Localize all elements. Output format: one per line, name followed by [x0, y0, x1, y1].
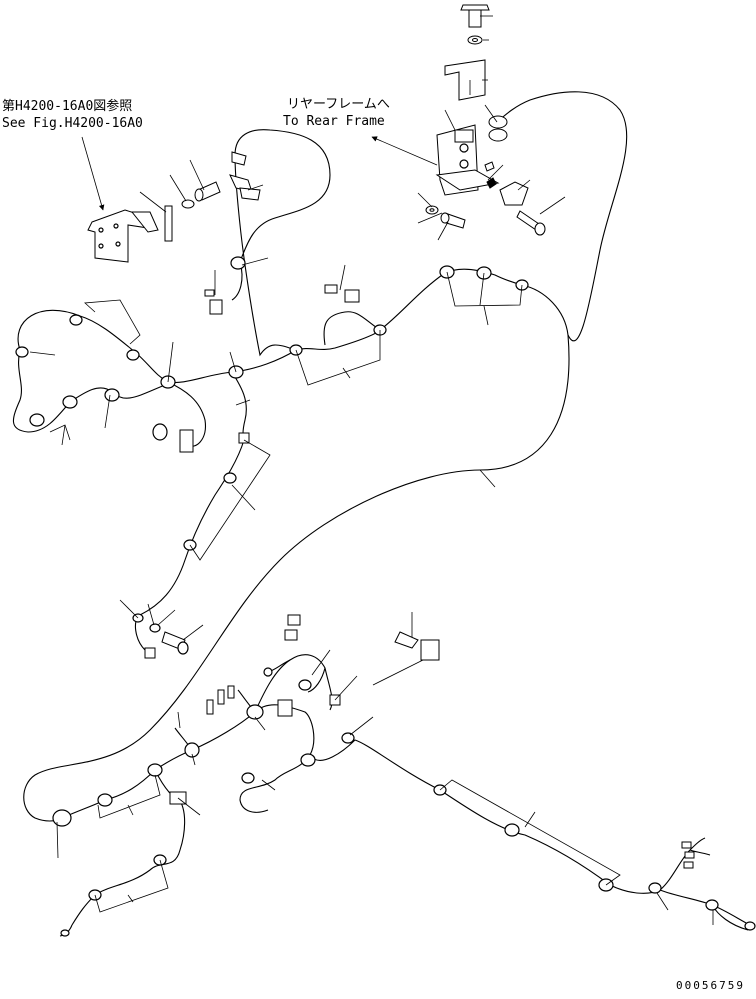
figure-reference-en: See Fig.H4200-16A0: [2, 116, 143, 131]
destination-label-jp: リヤーフレームへ: [287, 97, 390, 112]
figure-reference-jp: 第H4200-16A0図参照: [2, 99, 133, 114]
left-bracket-assembly: [87, 151, 261, 263]
main-harness-long-run: [23, 334, 751, 937]
reference-arrow-left: [81, 136, 105, 211]
rear-bracket-assembly: [425, 4, 546, 236]
leader-lines: [29, 15, 714, 925]
destination-label-en: To Rear Frame: [283, 114, 385, 129]
main-harness-upper: [12, 91, 628, 447]
reference-arrow-rear: [371, 136, 438, 166]
clamps-connectors: [15, 256, 756, 937]
drawing-number: 00056759: [676, 979, 745, 992]
